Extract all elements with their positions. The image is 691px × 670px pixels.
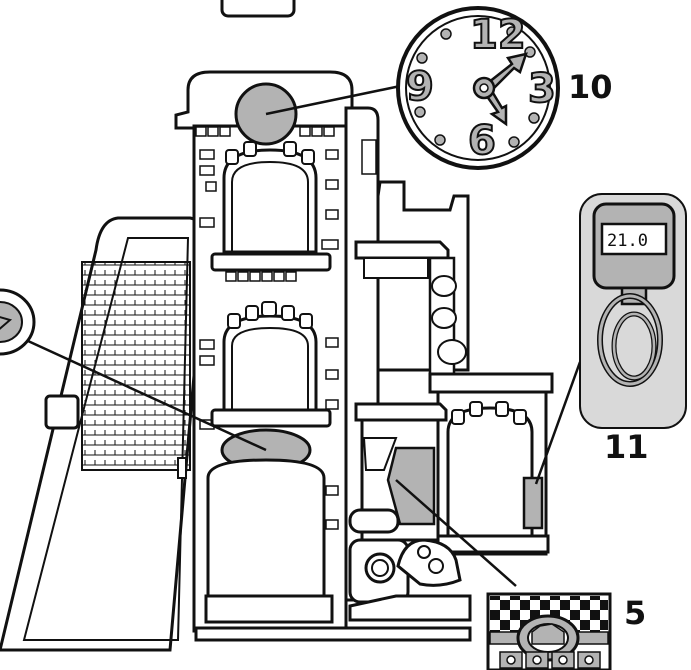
tower-window-middle — [222, 314, 318, 412]
gas-pump-digits: 21.0 — [607, 231, 648, 251]
annex — [348, 180, 554, 622]
clock-numeral-3: 3 — [528, 66, 556, 112]
callout-number-clock: 10 — [568, 68, 613, 106]
clock-callout: 12 3 6 9 — [396, 6, 560, 170]
slide-bracket — [44, 394, 80, 430]
gas-pump-display — [600, 222, 668, 256]
left-callout-bubble — [0, 288, 36, 356]
leader-lines — [3, 82, 582, 587]
gas-pump-callout: 21.0 — [579, 193, 687, 429]
car-wash-callout — [486, 592, 612, 670]
clock-numeral-9: 9 — [406, 64, 434, 110]
clock-numeral-6: 6 — [468, 118, 496, 164]
tower-window-upper — [222, 148, 318, 254]
clock-numeral-12: 12 — [470, 12, 526, 58]
annex-gas-pump-small — [522, 476, 544, 530]
tower-garage — [206, 458, 326, 608]
tower — [174, 70, 472, 642]
annex-doorway — [446, 406, 534, 538]
top-edge-box — [220, 0, 296, 18]
callout-number-car-wash: 5 — [624, 594, 646, 632]
slide-grate — [81, 261, 191, 471]
slide — [0, 216, 207, 652]
callout-number-gas-pump: 11 — [604, 428, 649, 466]
